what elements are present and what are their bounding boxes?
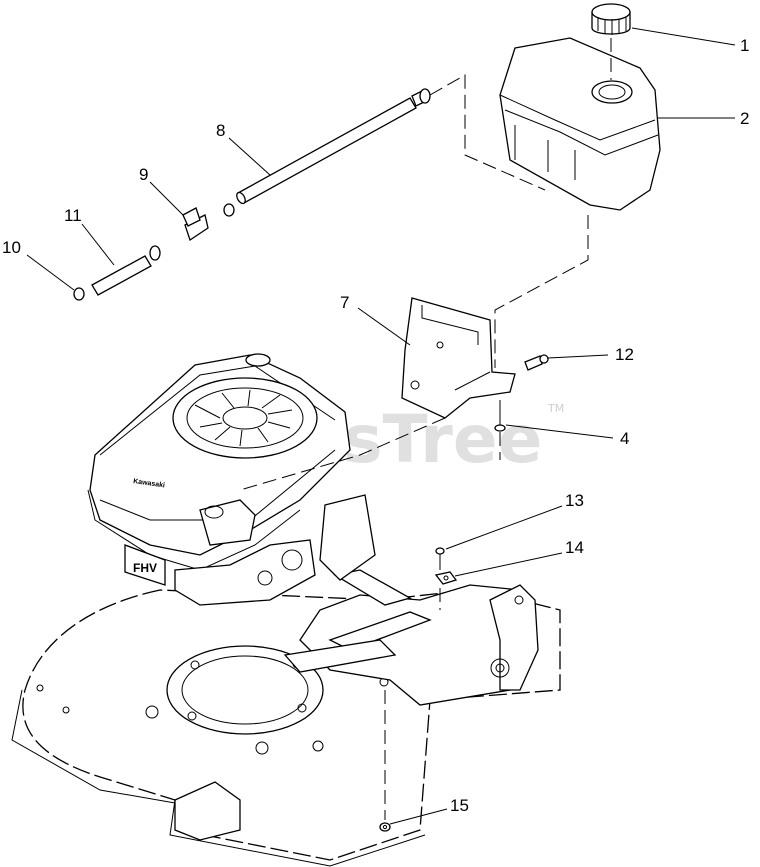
mower-deck <box>11 494 561 867</box>
tank-bracket <box>401 297 516 419</box>
callout-13: 13 <box>565 491 584 510</box>
callout-9: 9 <box>139 165 148 184</box>
watermark-trademark: TM <box>547 402 564 415</box>
engine-brand-label: Kawasaki <box>133 478 166 489</box>
callout-1: 1 <box>740 36 749 55</box>
nut-14 <box>434 571 458 585</box>
engine-model-label: FHV <box>133 561 157 575</box>
screw-4 <box>494 400 506 432</box>
callout-8: 8 <box>216 121 225 140</box>
assembly-lines <box>239 38 612 820</box>
fuel-cap <box>591 3 631 35</box>
callout-14: 14 <box>565 538 584 557</box>
screw-12 <box>524 354 549 371</box>
nut-15 <box>379 822 391 832</box>
bolt-13 <box>435 547 445 570</box>
callout-4: 4 <box>620 429 629 448</box>
leader-lines <box>26 27 736 825</box>
engine: Kawasaki FHV <box>87 353 351 606</box>
callout-2: 2 <box>740 109 749 128</box>
fuel-line-assembly <box>73 88 431 301</box>
callout-15: 15 <box>450 796 469 815</box>
callout-7: 7 <box>340 293 349 312</box>
callout-10: 10 <box>2 238 21 257</box>
callout-12: 12 <box>615 345 634 364</box>
callout-11: 11 <box>64 206 82 225</box>
fuel-tank <box>499 37 661 211</box>
